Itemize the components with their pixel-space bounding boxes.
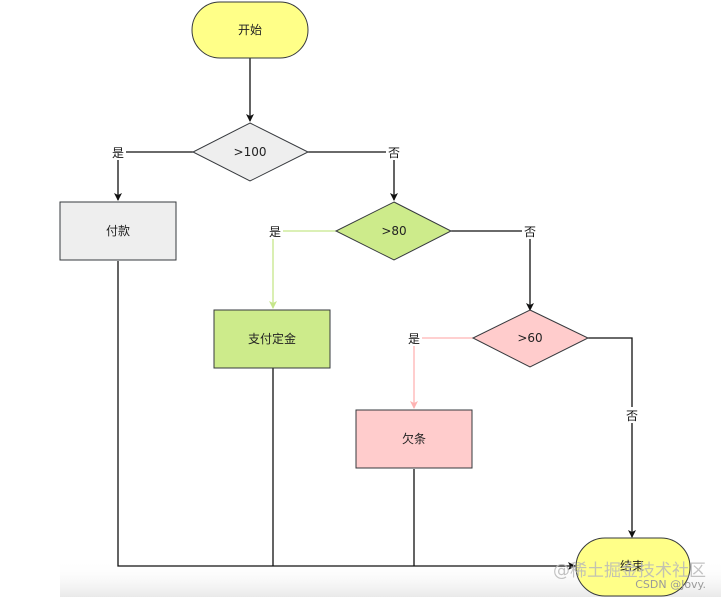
decision-shape bbox=[334, 201, 453, 261]
process-shape bbox=[213, 309, 331, 369]
node-label: 结束 bbox=[620, 559, 644, 573]
node-label: 欠条 bbox=[402, 431, 426, 446]
node-label: >60 bbox=[517, 331, 542, 345]
edge-label-decision-100-yes: 是 bbox=[110, 144, 126, 160]
node-end[interactable]: 结束 bbox=[575, 537, 691, 597]
edge-decision-80-no bbox=[451, 230, 534, 311]
edge-decision-100-no bbox=[308, 151, 398, 201]
watermark-csdn: CSDN @Jovy. bbox=[635, 578, 706, 591]
edge-label-text: 是 bbox=[269, 225, 281, 239]
edge-merge-to-end bbox=[117, 261, 576, 570]
node-decision-60[interactable]: >60 bbox=[471, 309, 590, 368]
edge-decision-100-yes bbox=[114, 151, 193, 201]
terminator-shape bbox=[575, 537, 691, 597]
node-pay[interactable]: 付款 bbox=[59, 201, 177, 261]
edge-label-decision-60-no: 否 bbox=[624, 407, 640, 423]
edge-label-text: 否 bbox=[388, 146, 400, 160]
node-decision-100[interactable]: >100 bbox=[191, 122, 310, 182]
decision-shape bbox=[191, 122, 310, 182]
edge-label-decision-60-yes: 是 bbox=[406, 330, 422, 346]
watermark-juejin: @稀土掘金技术社区 bbox=[553, 561, 706, 581]
node-label: 付款 bbox=[106, 224, 130, 238]
edge-decision-80-yes bbox=[269, 230, 336, 309]
node-label: >80 bbox=[381, 224, 406, 238]
node-start[interactable]: 开始 bbox=[191, 1, 309, 59]
node-label: >100 bbox=[234, 145, 267, 159]
node-deposit[interactable]: 支付定金 bbox=[213, 309, 331, 369]
edge-label-decision-100-no: 否 bbox=[386, 144, 402, 160]
process-shape bbox=[355, 409, 473, 469]
edge-decision-60-no bbox=[588, 337, 636, 538]
node-decision-80[interactable]: >80 bbox=[334, 201, 453, 261]
edge-label-decision-80-no: 否 bbox=[522, 223, 538, 239]
edge-label-text: 是 bbox=[112, 146, 124, 160]
edge-label-text: 否 bbox=[626, 409, 638, 423]
edge-label-text: 是 bbox=[408, 332, 420, 346]
process-shape bbox=[59, 201, 177, 261]
edge-decision-60-yes bbox=[410, 337, 473, 409]
decision-shape bbox=[471, 309, 590, 368]
edge-label-decision-80-yes: 是 bbox=[267, 223, 283, 239]
node-iou[interactable]: 欠条 bbox=[355, 409, 473, 469]
edge-label-text: 否 bbox=[524, 225, 536, 239]
node-label: 支付定金 bbox=[248, 331, 296, 346]
terminator-shape bbox=[191, 1, 309, 59]
node-label: 开始 bbox=[238, 23, 262, 37]
